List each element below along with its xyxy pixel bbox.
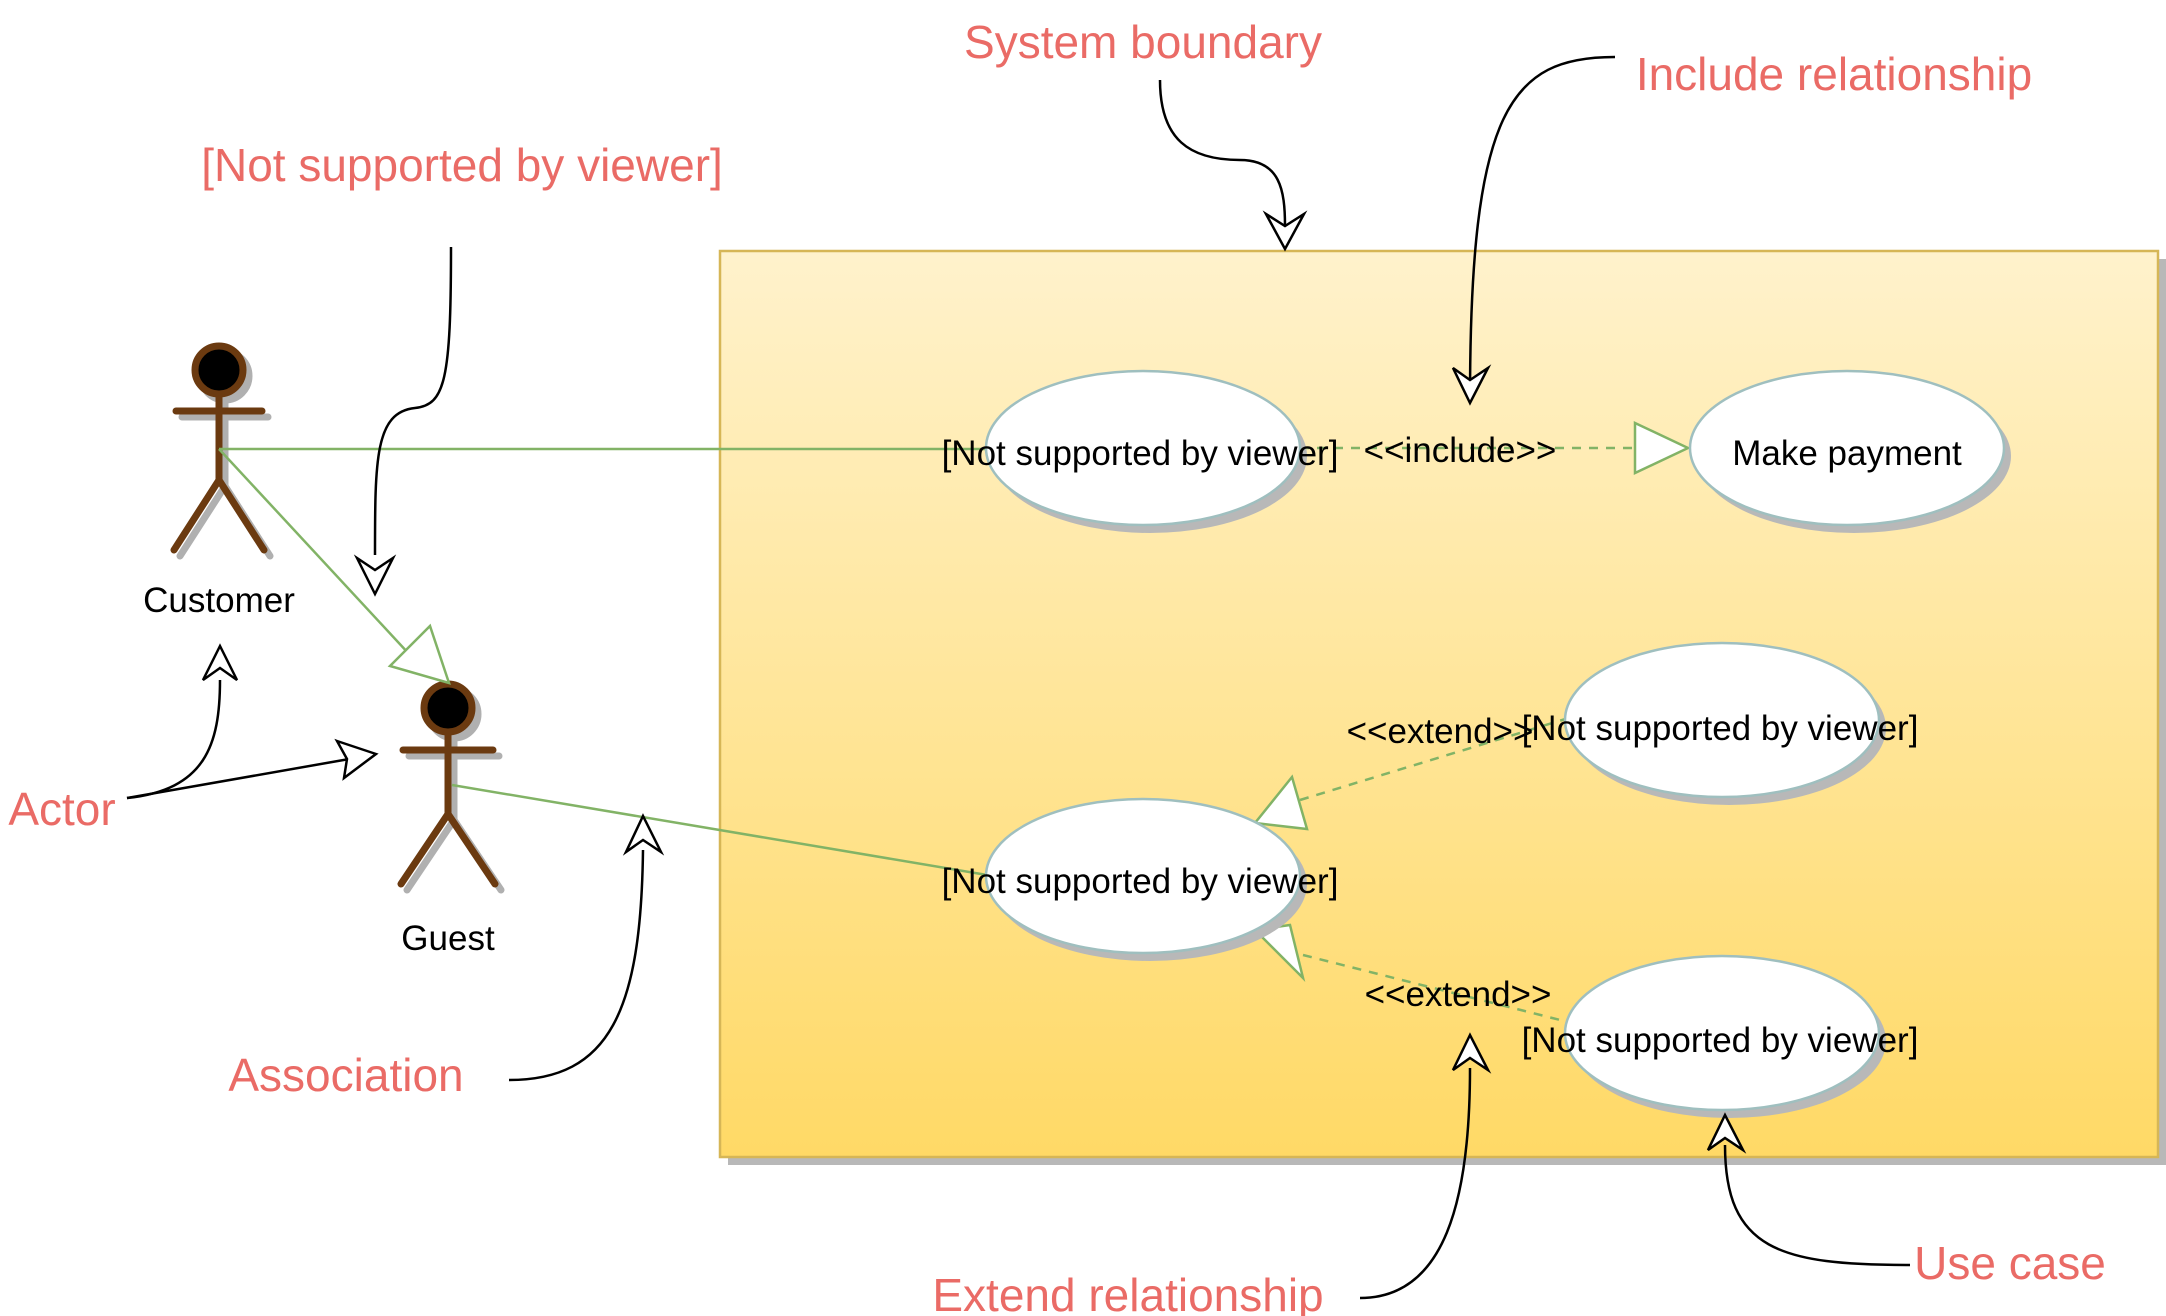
callout-use-case (1723, 1144, 1911, 1267)
use-case-bottom-right[interactable] (1563, 954, 1886, 1118)
actor-guest[interactable] (397, 680, 505, 894)
callout-association (508, 849, 645, 1082)
annotation-actor: Actor (8, 783, 115, 835)
use-case-bottom-right-label: [Not supported by viewer] (1522, 1021, 1919, 1060)
customer-head-icon (191, 342, 247, 398)
callout-arrowhead-extend-icon (1451, 1032, 1492, 1074)
callout-arrowhead-system-boundary-icon (1262, 210, 1308, 252)
callout-arrowhead-use-case-icon (1706, 1112, 1747, 1154)
callout-actor-customer (126, 679, 222, 800)
actor-customer[interactable] (170, 342, 274, 560)
include-stereotype-label: <<include>> (1364, 431, 1557, 470)
annotation-extend-relationship: Extend relationship (932, 1269, 1323, 1316)
extend-stereotype-top-label: <<extend>> (1347, 712, 1534, 751)
include-arrowhead-icon (1633, 421, 1691, 475)
annotation-not-supported: [Not supported by viewer] (201, 139, 723, 191)
callout-extend (1359, 1067, 1472, 1300)
callout-arrowhead-not-supported-icon (353, 554, 397, 597)
use-case-make-payment[interactable] (1688, 369, 2011, 533)
use-case-top-left[interactable] (984, 369, 1307, 533)
annotation-system-boundary: System boundary (964, 16, 1322, 68)
callout-include (1468, 55, 1616, 401)
annotation-association: Association (228, 1049, 463, 1101)
callout-arrowhead-actor-customer-icon (201, 643, 239, 682)
actor-guest-label: Guest (401, 919, 495, 958)
use-case-right-middle-label: [Not supported by viewer] (1522, 709, 1919, 748)
annotation-use-case: Use case (1914, 1237, 2106, 1289)
generalization-line[interactable] (218, 448, 411, 656)
use-case-center[interactable] (984, 797, 1307, 961)
generalization-arrowhead-icon (387, 623, 451, 685)
customer-body-icon (170, 390, 268, 554)
association-guest-usecase[interactable] (451, 783, 994, 878)
use-case-right-middle[interactable] (1563, 641, 1886, 805)
use-case-top-left-label: [Not supported by viewer] (942, 434, 1339, 473)
callout-not-supported (373, 246, 453, 556)
callout-actor-guest (126, 756, 356, 800)
extend-line-top[interactable] (1299, 708, 1596, 802)
extend-arrowhead-top-icon (1252, 774, 1309, 831)
callout-arrowhead-association-icon (622, 813, 665, 856)
extend-stereotype-bottom-label: <<extend>> (1365, 975, 1552, 1014)
callout-arrowhead-actor-guest-icon (334, 738, 379, 781)
use-case-make-payment-label: Make payment (1732, 434, 1962, 473)
guest-head-icon (420, 680, 476, 736)
actor-customer-label: Customer (143, 581, 295, 620)
guest-body-icon (397, 728, 499, 888)
callout-arrowhead-include-icon (1451, 364, 1492, 406)
extend-line-bottom[interactable] (1302, 953, 1581, 1027)
use-case-center-label: [Not supported by viewer] (942, 862, 1339, 901)
annotation-include-relationship: Include relationship (1636, 48, 2032, 100)
callout-system-boundary (1158, 79, 1287, 227)
